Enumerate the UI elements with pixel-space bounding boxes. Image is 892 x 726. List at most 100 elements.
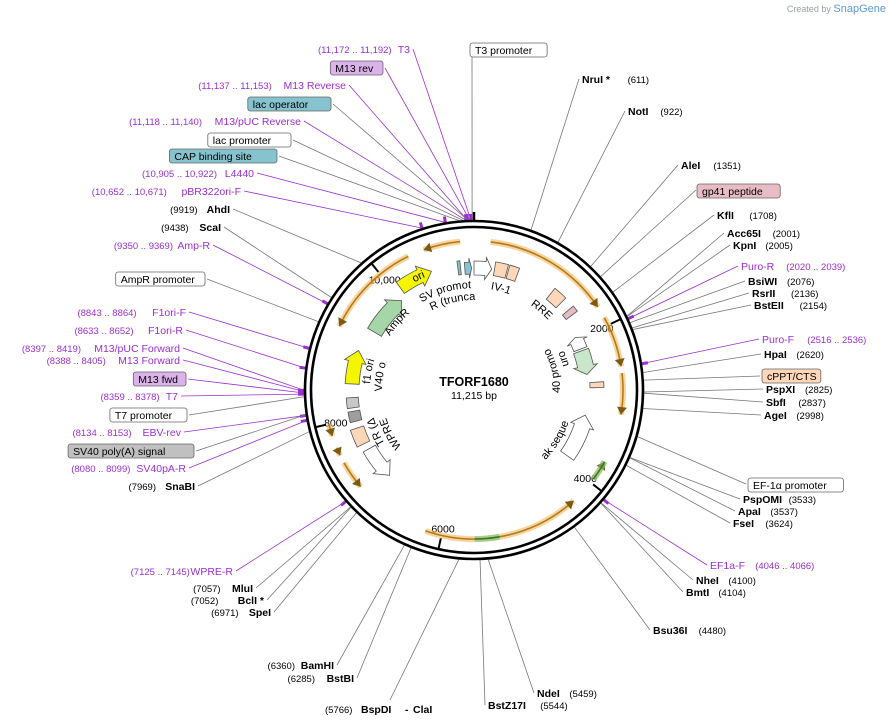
primer-pos-r0[interactable]: (2020 .. 2039) xyxy=(786,262,845,273)
site-clai[interactable]: ClaI xyxy=(413,704,432,716)
primer-amp-r[interactable]: Amp-R xyxy=(177,240,210,252)
site-pos-18[interactable]: (4480) xyxy=(699,626,726,637)
feature-lac-operator-box[interactable] xyxy=(247,96,332,112)
primer-t3[interactable]: T3 xyxy=(398,44,410,56)
site-pos-12[interactable]: (2998) xyxy=(796,411,823,422)
site-rsrii[interactable]: RsrII xyxy=(752,288,775,300)
primer-pos-l0[interactable]: (11,172 .. 11,192) xyxy=(318,45,392,56)
feature-ampr-promoter[interactable]: AmpR promoter xyxy=(121,274,196,286)
primer-wpre-r[interactable]: WPRE-R xyxy=(190,566,233,578)
site-scai[interactable]: ScaI xyxy=(199,222,221,234)
primer-pos-l1[interactable]: (11,137 .. 11,153) xyxy=(198,81,272,92)
site-bcli[interactable]: BclI * xyxy=(238,595,265,607)
feature-gp41-peptide-box[interactable] xyxy=(696,183,781,199)
primer-pos-l8[interactable]: (8397 .. 8419) xyxy=(22,344,81,355)
primer-ebv-rev[interactable]: EBV-rev xyxy=(142,427,181,439)
primer-puro-f[interactable]: Puro-F xyxy=(762,334,794,346)
feature-ef1a-promoter[interactable]: EF-1α promoter xyxy=(753,480,827,492)
site-apai[interactable]: ApaI xyxy=(738,506,761,518)
feature-lac-operator[interactable]: lac operator xyxy=(253,99,309,111)
primer-puro-r[interactable]: Puro-R xyxy=(741,261,775,273)
primer-pos-l3[interactable]: (10,905 .. 10,922) xyxy=(142,169,217,180)
site-agei[interactable]: AgeI xyxy=(764,410,787,422)
site-bstbi[interactable]: BstBI xyxy=(327,673,355,685)
site-nrui[interactable]: NruI * xyxy=(582,74,611,86)
site-pos-11[interactable]: (2837) xyxy=(798,398,825,409)
feature-ampr-promoter-box[interactable] xyxy=(115,271,206,287)
feature-cppt-cts[interactable]: cPPT/CTS xyxy=(767,371,817,383)
feature-sv40-poly-a--signal-box[interactable] xyxy=(67,443,195,459)
site-pos-10[interactable]: (2825) xyxy=(805,385,832,396)
primer-pos-r1[interactable]: (2516 .. 2536) xyxy=(807,335,866,346)
primer-ef1a-f[interactable]: EF1a-F xyxy=(710,560,745,572)
site-pos-l0[interactable]: (9919) xyxy=(170,205,197,216)
site-pos-13[interactable]: (3533) xyxy=(789,495,816,506)
site-pos-3[interactable]: (1708) xyxy=(749,211,776,222)
site-bmti[interactable]: BmtI xyxy=(686,587,709,599)
feature-lac-promoter-box[interactable] xyxy=(207,132,292,148)
primer-pos-l2[interactable]: (11,118 .. 11,140) xyxy=(129,117,202,128)
site-sbfi[interactable]: SbfI xyxy=(766,397,786,409)
site-alei[interactable]: AleI xyxy=(681,160,700,172)
site-nhei[interactable]: NheI xyxy=(696,575,719,587)
site-bsteii[interactable]: BstEII xyxy=(754,300,784,312)
site-pos-2[interactable]: (1351) xyxy=(713,161,740,172)
primer-pos-l5[interactable]: (9350 .. 9369) xyxy=(114,241,173,252)
primer-m13-puc-reverse[interactable]: M13/pUC Reverse xyxy=(215,116,302,128)
site-bspdi[interactable]: BspDI xyxy=(361,704,391,716)
site-pos-9[interactable]: (2620) xyxy=(796,350,823,361)
primer-m13-reverse[interactable]: M13 Reverse xyxy=(284,80,347,92)
feature-m13-rev[interactable]: M13 rev xyxy=(335,63,374,75)
site-bstz17i[interactable]: BstZ17I xyxy=(488,700,526,712)
site-pos-1[interactable]: (922) xyxy=(660,107,682,118)
primer-f1ori-f[interactable]: F1ori-F xyxy=(152,307,186,319)
primer-pos-l13[interactable]: (7125 .. 7145) xyxy=(131,567,190,578)
site-hpai[interactable]: HpaI xyxy=(764,349,787,361)
site-pos-l3[interactable]: (7057) xyxy=(193,584,220,595)
feature-lac-promoter[interactable]: lac promoter xyxy=(213,135,272,147)
primer-f1ori-r[interactable]: F1ori-R xyxy=(148,325,183,337)
feature-m13-fwd[interactable]: M13 fwd xyxy=(138,374,178,386)
feature-t7-promoter[interactable]: T7 promoter xyxy=(115,410,173,422)
site-ndei[interactable]: NdeI xyxy=(537,688,560,700)
site-ahdi[interactable]: AhdI xyxy=(207,204,230,216)
feature-cppt-cts-box[interactable] xyxy=(761,368,822,384)
site-pos-l2[interactable]: (7969) xyxy=(129,482,156,493)
primer-m13-forward[interactable]: M13 Forward xyxy=(118,355,180,367)
site-kfli[interactable]: KflI xyxy=(717,210,734,222)
site-mlui[interactable]: MluI xyxy=(232,583,253,595)
site-pos-20[interactable]: (5544) xyxy=(540,701,567,712)
site-pos-5[interactable]: (2005) xyxy=(765,241,792,252)
feature-m13-fwd-box[interactable] xyxy=(132,371,187,387)
primer-pos-r2[interactable]: (4046 .. 4066) xyxy=(755,561,814,572)
feature-t3-promoter[interactable]: T3 promoter xyxy=(475,45,533,57)
primer-t7[interactable]: T7 xyxy=(166,391,178,403)
feature-gp41-peptide[interactable]: gp41 peptide xyxy=(702,186,763,198)
site-pos-16[interactable]: (4100) xyxy=(728,576,755,587)
primer-pos-l10[interactable]: (8359 .. 8378) xyxy=(100,392,159,403)
feature-t3-promoter-box[interactable] xyxy=(469,42,548,58)
site-pos-0[interactable]: (611) xyxy=(628,75,649,86)
feature-m13-rev-box[interactable] xyxy=(329,60,384,76)
primer-pos-l6[interactable]: (8843 .. 8864) xyxy=(77,308,136,319)
primer-pbr322ori-f[interactable]: pBR322ori-F xyxy=(181,186,241,198)
site-pos-l1[interactable]: (9438) xyxy=(161,223,188,234)
primer-l4440[interactable]: L4440 xyxy=(225,168,254,180)
feature-t7-promoter-box[interactable] xyxy=(109,407,188,423)
primer-pos-l12[interactable]: (8080 .. 8099) xyxy=(71,464,130,475)
primer-pos-l7[interactable]: (8633 .. 8652) xyxy=(74,326,133,337)
labels-layer[interactable]: NruI * (611) NotI (922) AleI (1351) KflI (1708)… xyxy=(22,42,867,716)
feature-sv40-poly-a--signal[interactable]: SV40 poly(A) signal xyxy=(73,446,165,458)
site-pos-7[interactable]: (2136) xyxy=(791,289,818,300)
site-noti[interactable]: NotI xyxy=(628,106,648,118)
site-pos-bspdi[interactable]: (5766) xyxy=(325,705,352,716)
site-snabi[interactable]: SnaBI xyxy=(165,481,195,493)
primer-pos-l9[interactable]: (8388 .. 8405) xyxy=(47,356,106,367)
site-pos-4[interactable]: (2001) xyxy=(773,229,800,240)
feature-cap-binding-site-box[interactable] xyxy=(168,148,278,164)
site-pos-8[interactable]: (2154) xyxy=(800,301,827,312)
site-pspomi[interactable]: PspOMI xyxy=(743,494,782,506)
site-pos-14[interactable]: (3537) xyxy=(770,507,797,518)
site-separator[interactable]: - xyxy=(405,704,409,716)
site-pos-6[interactable]: (2076) xyxy=(787,277,814,288)
